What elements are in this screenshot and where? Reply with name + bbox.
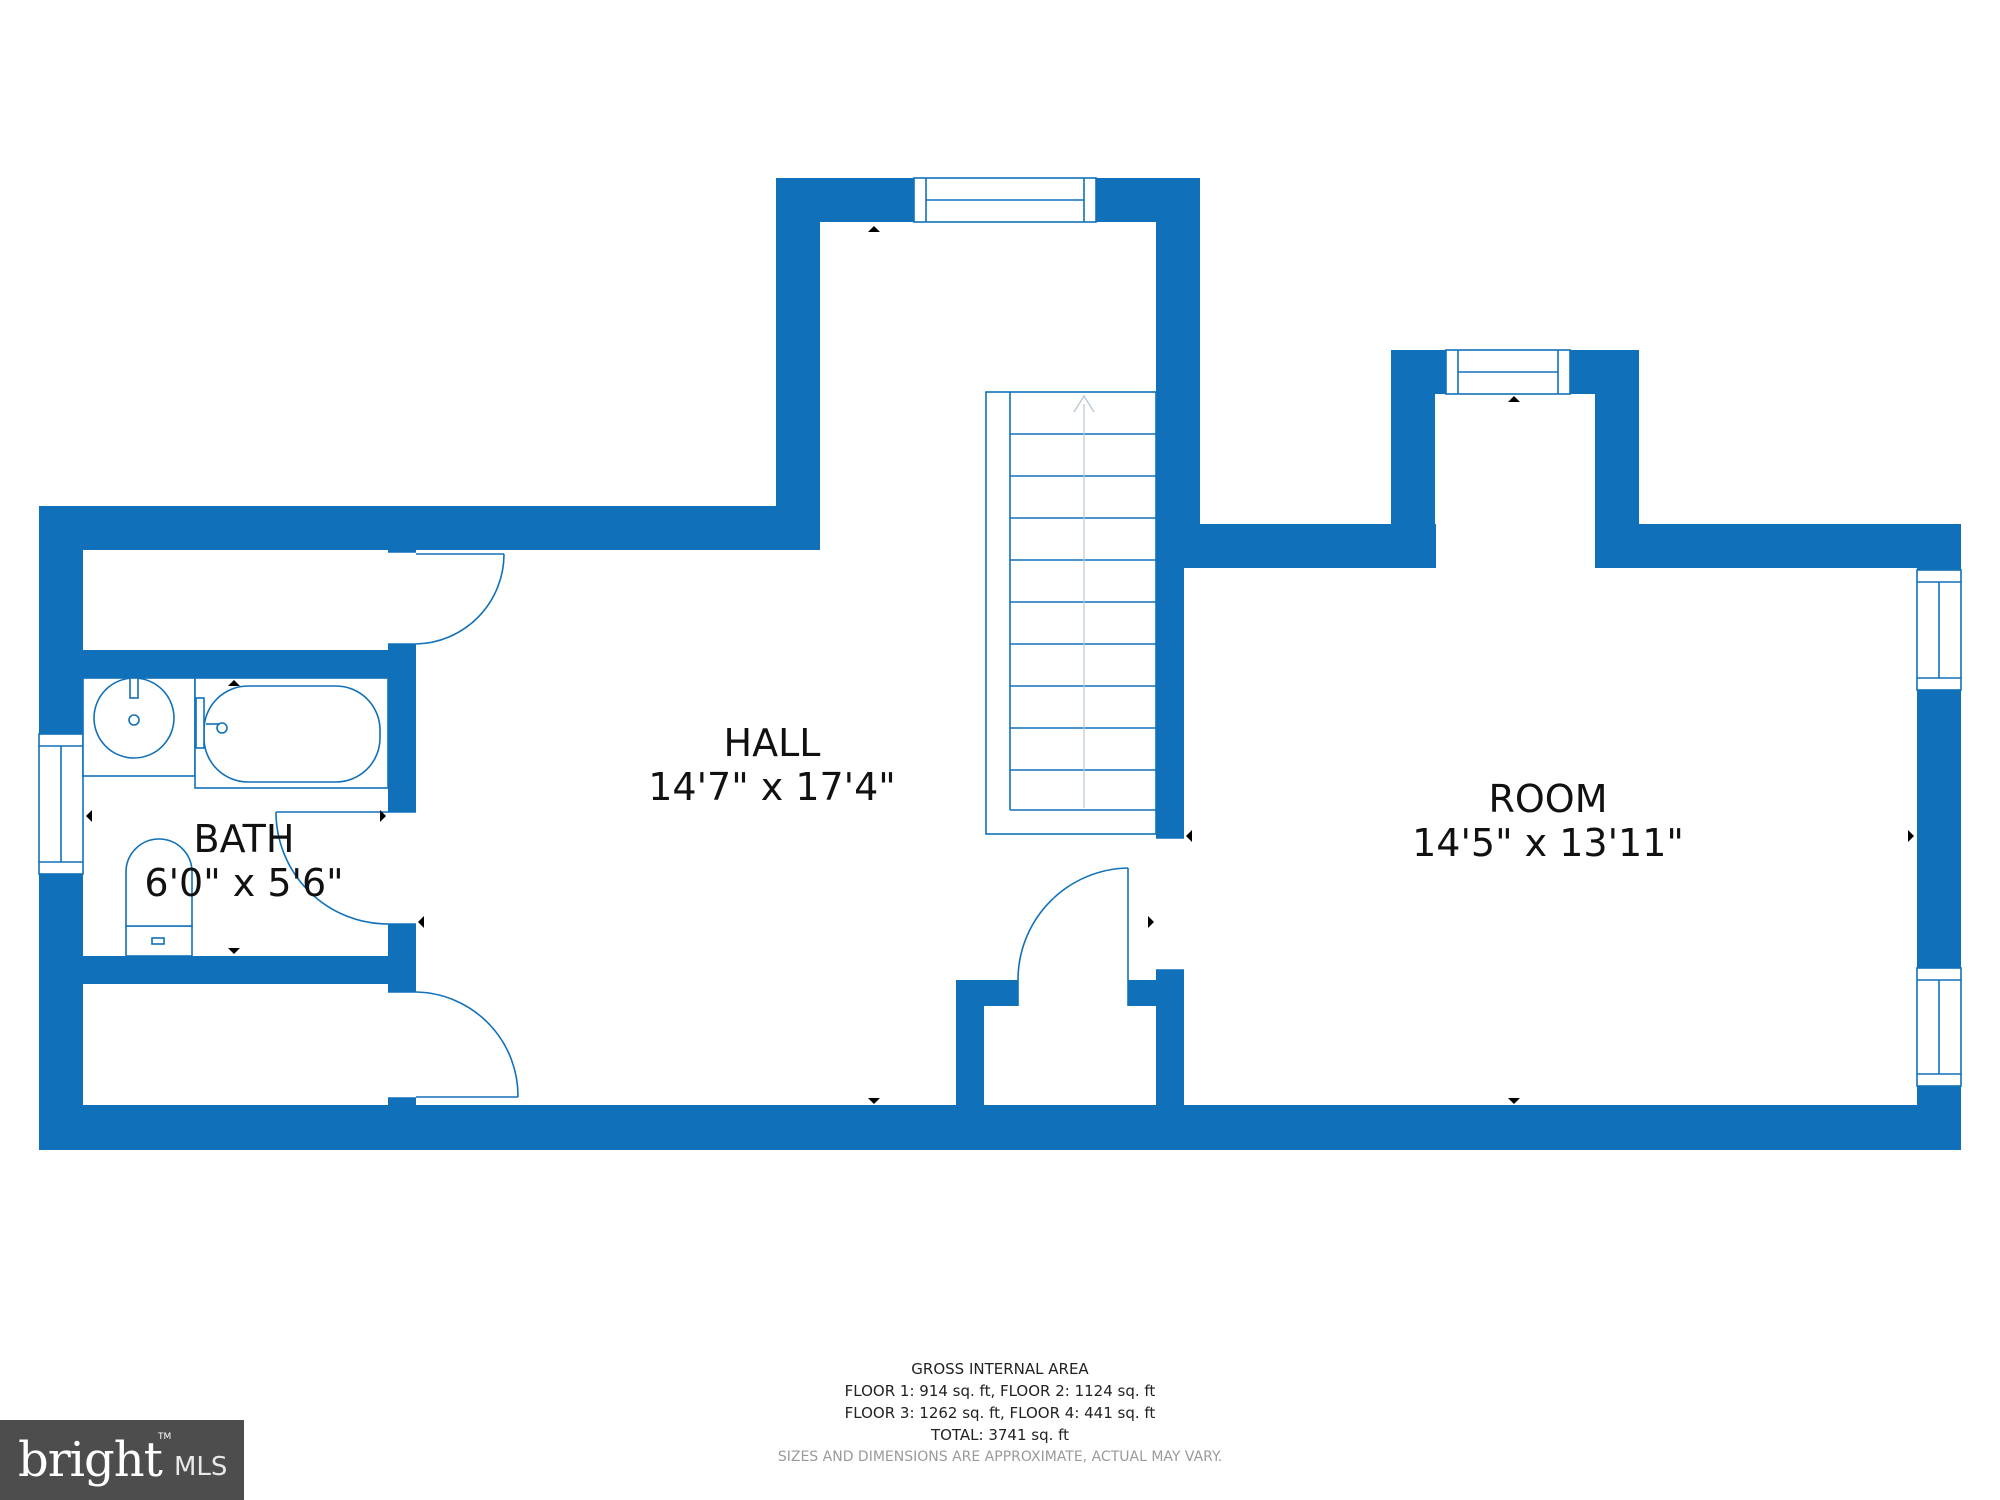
area-total: TOTAL: 3741 sq. ft: [930, 1426, 1070, 1444]
room-name-hall: HALL: [724, 721, 821, 765]
room-name-bath: BATH: [194, 817, 295, 861]
doors: [275, 551, 1184, 1099]
room-name-room: ROOM: [1488, 777, 1607, 821]
bathtub-icon: [194, 677, 389, 789]
room-dimensions-hall: 14'7" x 17'4": [648, 765, 896, 809]
room-dimensions-bath: 6'0" x 5'6": [144, 861, 343, 905]
room-dimensions-room: 14'5" x 13'11": [1412, 821, 1684, 865]
bath-fixtures: [82, 677, 389, 957]
dimension-markers: [86, 226, 1914, 1104]
windows: [38, 177, 1962, 1087]
area-line-2: FLOOR 3: 1262 sq. ft, FLOOR 4: 441 sq. f…: [844, 1404, 1156, 1422]
disclaimer: SIZES AND DIMENSIONS ARE APPROXIMATE, AC…: [777, 1449, 1223, 1465]
logo-suffix: MLS: [174, 1452, 228, 1482]
sink-icon: [82, 677, 196, 777]
area-line-1: FLOOR 1: 914 sq. ft, FLOOR 2: 1124 sq. f…: [844, 1382, 1156, 1400]
area-title: GROSS INTERNAL AREA: [911, 1360, 1089, 1378]
bright-mls-logo: bright TM MLS: [0, 1420, 244, 1500]
staircase: [985, 391, 1157, 835]
logo-tm: TM: [158, 1432, 172, 1442]
toilet-icon: [125, 838, 193, 957]
logo-brand: bright: [18, 1432, 163, 1488]
